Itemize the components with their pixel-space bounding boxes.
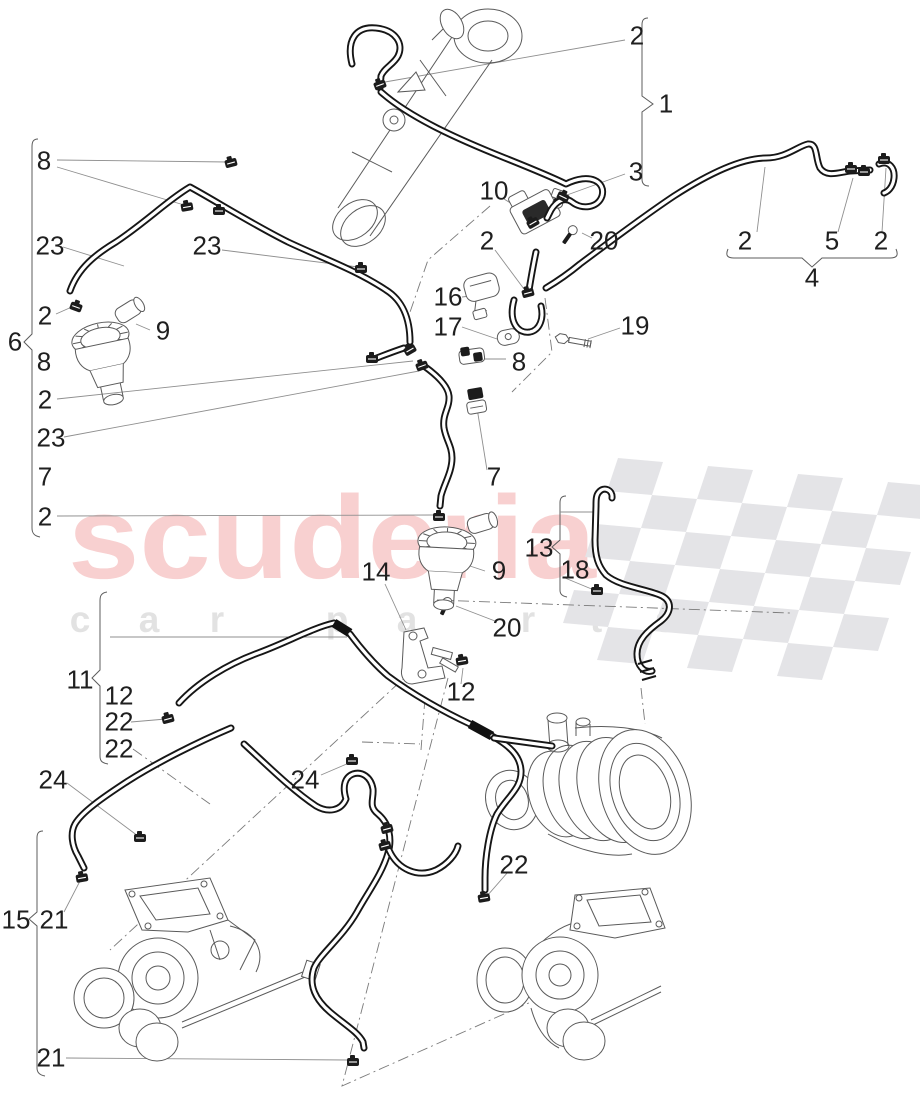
clamp-7-drawing [466, 387, 488, 415]
throttle-body-drawing [332, 8, 523, 247]
leader-lines [55, 39, 887, 1061]
tagline-letter: r [521, 599, 535, 640]
air-duct-drawing [485, 712, 692, 856]
group-brackets [23, 17, 898, 1077]
bracket-14-drawing [401, 627, 459, 685]
turbocharger-right-drawing [476, 887, 666, 1061]
hoses [66, 24, 898, 1052]
clip-8-drawing [458, 346, 486, 365]
bolt-19-drawing [554, 333, 592, 349]
clip-17-drawing [496, 328, 520, 346]
tagline-letter: r [210, 599, 224, 640]
screw-20-top-drawing [562, 225, 578, 245]
bracket-16-drawing [463, 272, 500, 321]
watermark-brand: scuderia [68, 472, 597, 604]
tagline-letter: a [397, 599, 418, 640]
turbocharger-left-drawing [73, 877, 321, 1062]
ribbed-connector-13 [637, 659, 657, 681]
tagline-letter: c [70, 599, 91, 640]
tagline-letter: a [139, 599, 160, 640]
checkered-flag-watermark [563, 458, 920, 680]
